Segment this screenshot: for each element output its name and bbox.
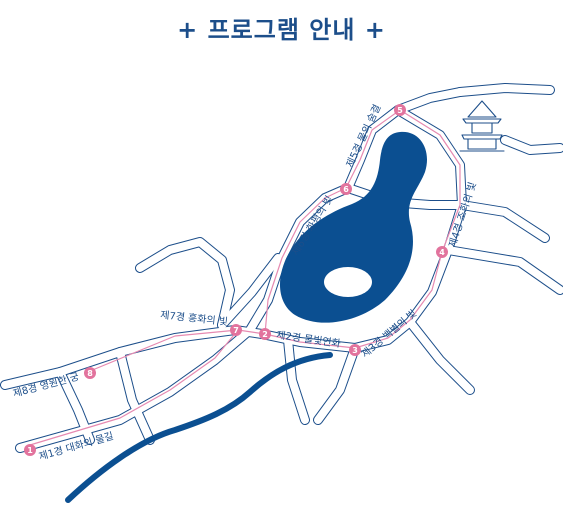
station-number: 3 (352, 346, 358, 355)
station-marker-3[interactable]: 3 (349, 344, 361, 356)
station-marker-6[interactable]: 6 (340, 183, 352, 195)
station-marker-7[interactable]: 7 (230, 324, 242, 336)
station-marker-1[interactable]: 1 (24, 444, 36, 456)
page-title: + 프로그램 안내 + (177, 16, 386, 44)
station-label-3: 제3경 백별의 빛 (359, 307, 419, 361)
tour-route (29, 109, 461, 446)
station-number: 6 (343, 185, 349, 194)
pavilion-icon (459, 100, 505, 152)
station-number: 8 (87, 369, 93, 378)
lake-island (324, 267, 372, 297)
station-number: 4 (439, 248, 445, 257)
lake (279, 131, 428, 323)
road-network (0, 83, 563, 453)
station-marker-4[interactable]: 4 (436, 246, 448, 258)
river-icon (65, 352, 333, 503)
station-marker-8[interactable]: 8 (84, 367, 96, 379)
station-marker-2[interactable]: 2 (259, 328, 271, 340)
station-number: 5 (397, 106, 403, 115)
station-number: 7 (233, 326, 239, 335)
station-number: 2 (262, 330, 268, 339)
station-label-7: 제7경 흥화의 빛 (160, 308, 229, 328)
station-marker-5[interactable]: 5 (394, 104, 406, 116)
lake-icon (279, 131, 428, 323)
station-number: 1 (27, 446, 33, 455)
